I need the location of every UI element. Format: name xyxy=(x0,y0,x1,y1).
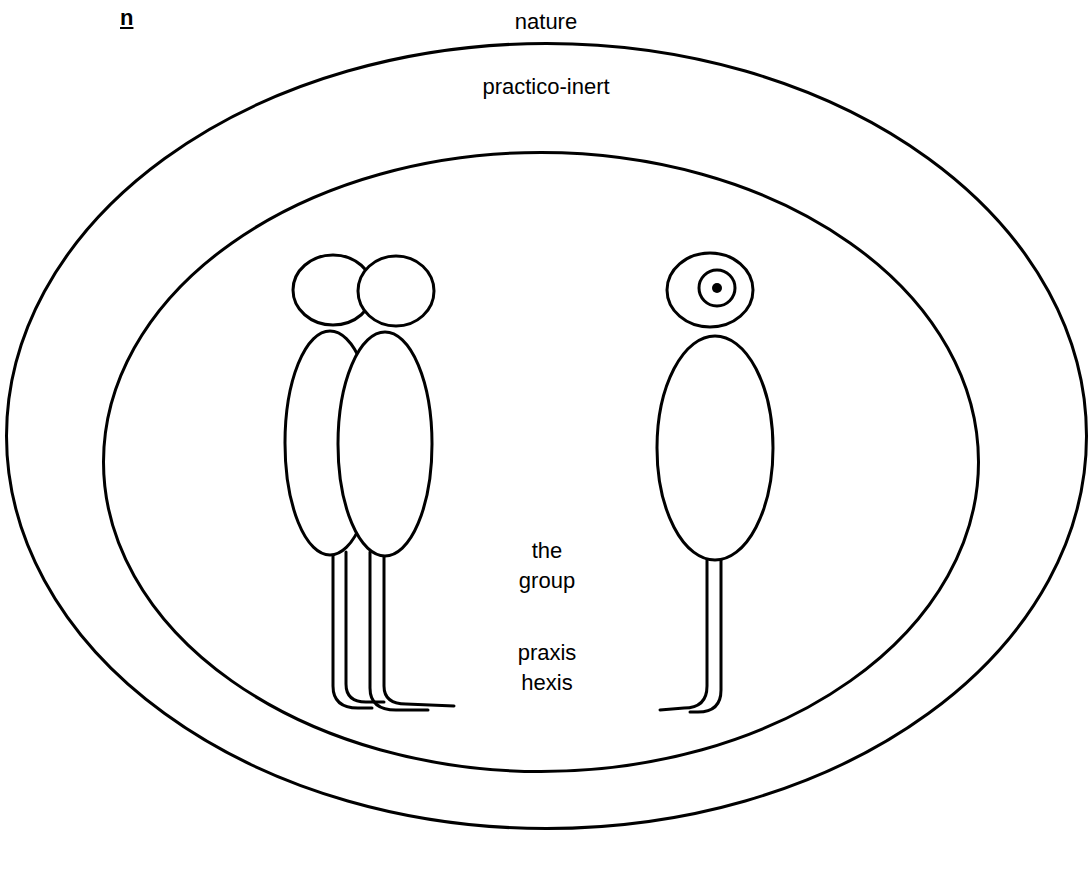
figure-leg xyxy=(660,556,707,710)
figure-body xyxy=(657,336,773,560)
region-ellipse: the group praxis hexis xyxy=(102,151,980,773)
ellipse-outline xyxy=(104,153,979,772)
ellipse-outline xyxy=(7,44,1087,829)
region-ellipse: practico-inert the group praxis hexis xyxy=(5,42,1088,830)
figure-leg xyxy=(690,556,721,712)
figure-body xyxy=(338,332,432,556)
region-text: praxis hexis xyxy=(518,638,577,698)
ellipse-outline xyxy=(5,42,1088,830)
region-label: nature xyxy=(515,7,577,37)
figure-leg xyxy=(384,552,454,706)
heading-fragment: n xyxy=(120,3,133,33)
region-title: practico-inert xyxy=(482,72,609,102)
figure-leg xyxy=(370,552,428,710)
region-title: the group xyxy=(519,536,575,596)
figure-head xyxy=(667,253,753,327)
figure-leg xyxy=(346,552,384,702)
figure-pupil xyxy=(712,283,722,293)
figure-eye xyxy=(699,270,735,306)
figure-leg xyxy=(333,552,372,708)
figure-head xyxy=(358,256,434,326)
